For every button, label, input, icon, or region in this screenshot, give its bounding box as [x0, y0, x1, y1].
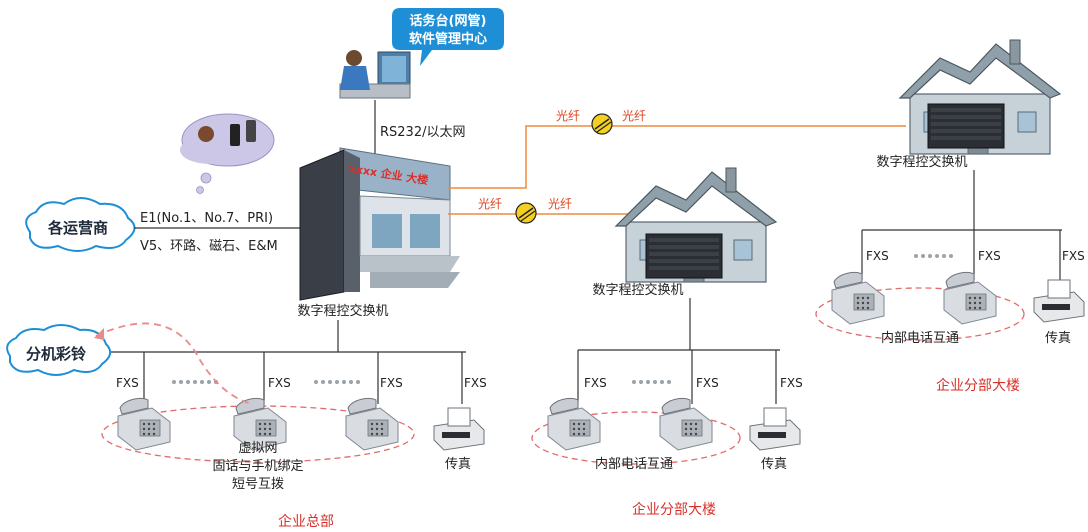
branch-right-switch: [927, 103, 1005, 149]
hq-fax-label: 传真: [445, 457, 471, 472]
hq-ellipsis-dots-1: [172, 380, 218, 384]
branch-middle-fax-label: 传真: [761, 457, 787, 472]
console-speech-bubble: 话务台(网管) 软件管理中心: [392, 8, 504, 66]
console-title-line2: 软件管理中心: [409, 31, 487, 47]
branch-right-footer: 企业分部大楼: [936, 377, 1020, 394]
branch-middle-phone-1: [547, 397, 601, 451]
ringback-label: 分机彩铃: [26, 345, 87, 363]
branch-right-phone-1: [831, 271, 885, 325]
branch-middle-fax-machine: [749, 407, 801, 451]
branch-middle-switch: [645, 233, 723, 279]
mobile-phones-cloud: [180, 113, 275, 194]
hq-fax-machine: [433, 407, 485, 451]
branch-right-phone-2: [943, 271, 997, 325]
fiber-splice-lower: [515, 202, 537, 224]
branch-right-group-label: 内部电话互通: [881, 330, 959, 346]
trunk-label-line1: E1(No.1、No.7、PRI): [140, 211, 273, 226]
branch-middle-footer: 企业分部大楼: [632, 501, 716, 518]
branch-middle-intercom-group: [531, 411, 741, 465]
hq-phone-3: [345, 397, 399, 451]
branch-middle-group-label: 内部电话互通: [595, 456, 673, 472]
ringback-arrow-head: [94, 328, 104, 340]
hq-group-line1: 虚拟网: [238, 441, 277, 456]
fiber-label-lower-left: 光纤: [478, 197, 502, 211]
hq-fxs-label-4: FXS: [464, 376, 487, 390]
operator-console: [339, 50, 411, 99]
hq-virtual-network-group: [101, 405, 415, 463]
hq-fxs-label-1: FXS: [116, 376, 139, 390]
fiber-link-upper: [448, 125, 906, 189]
fiber-label-upper-right: 光纤: [622, 109, 646, 123]
operators-label: 各运营商: [47, 219, 108, 237]
branch-middle-fxs-2: FXS: [696, 376, 719, 390]
hq-building: [299, 147, 460, 301]
branch-right-fax-machine: [1033, 279, 1085, 323]
hq-footer-label: 企业总部: [278, 513, 334, 530]
hq-switch-label: 数字程控交换机: [297, 303, 388, 319]
branch-right-fxs-3: FXS: [1062, 249, 1085, 263]
branch-right-fax-label: 传真: [1045, 331, 1071, 346]
hq-group-line2: 固话与手机绑定: [212, 459, 303, 474]
branch-right-fxs-2: FXS: [978, 249, 1001, 263]
branch-middle-ellipsis-dots: [632, 380, 671, 384]
fiber-label-upper-left: 光纤: [556, 109, 580, 123]
branch-middle-switch-label: 数字程控交换机: [592, 282, 683, 298]
hq-fxs-label-2: FXS: [268, 376, 291, 390]
branch-middle-fxs-1: FXS: [584, 376, 607, 390]
hq-phone-1: [117, 397, 171, 451]
fiber-label-lower-right: 光纤: [548, 197, 572, 211]
operators-cloud: 各运营商: [25, 197, 136, 252]
branch-right-intercom-group: [815, 287, 1025, 341]
hq-fxs-label-3: FXS: [380, 376, 403, 390]
branch-right-ellipsis-dots: [914, 254, 953, 258]
hq-ellipsis-dots-2: [314, 380, 360, 384]
branch-right-switch-label: 数字程控交换机: [876, 154, 967, 170]
rs232-label: RS232/以太网: [380, 125, 465, 140]
branch-right-fxs-1: FXS: [866, 249, 889, 263]
hq-group-line3: 短号互拨: [232, 477, 284, 492]
ringback-dashed-arrow: [95, 322, 253, 405]
ringback-cloud: 分机彩铃: [6, 324, 112, 376]
trunk-label-line2: V5、环路、磁石、E&M: [140, 238, 278, 254]
branch-middle-fxs-3: FXS: [780, 376, 803, 390]
console-title-line1: 话务台(网管): [410, 13, 487, 29]
fiber-splice-upper: [591, 113, 613, 135]
branch-middle-phone-2: [659, 397, 713, 451]
